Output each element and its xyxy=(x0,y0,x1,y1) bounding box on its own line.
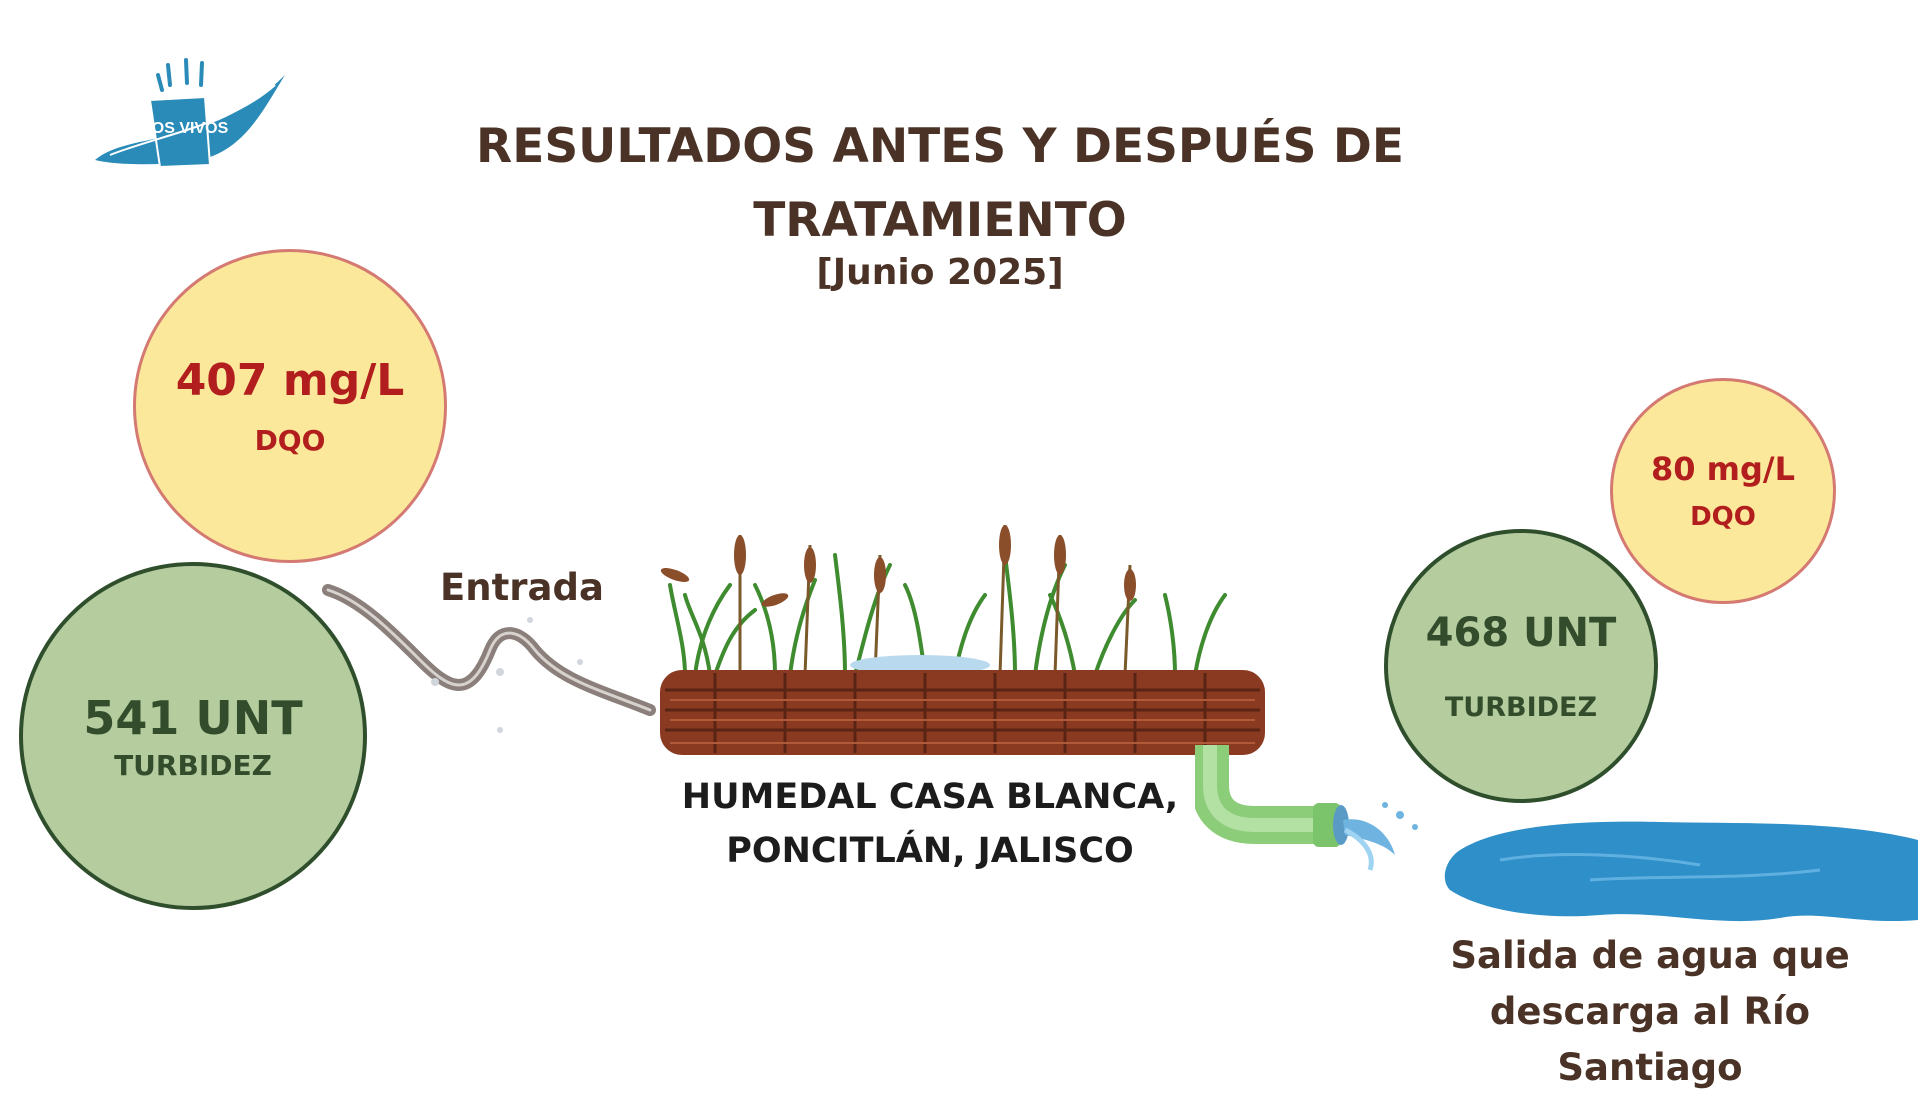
salida-label-line-1: Salida de agua que xyxy=(1450,934,1850,977)
page-subtitle: [Junio 2025] xyxy=(816,252,1064,293)
entrada-turbidez-label: TURBIDEZ xyxy=(114,748,272,782)
wetland-illustration xyxy=(660,524,1265,755)
entrada-dqo-value: 407 mg/L xyxy=(175,355,405,406)
salida-turbidez-label: TURBIDEZ xyxy=(1444,691,1598,723)
wetland-line-2: PONCITLÁN, JALISCO xyxy=(726,831,1134,871)
rios-vivos-logo: RÍOS VIVOS xyxy=(95,58,285,169)
page-title: RESULTADOS ANTES Y DESPUÉS DE TRATAMIENT… xyxy=(0,110,1880,258)
salida-label: Salida de agua que descarga al Río Santi… xyxy=(1400,928,1900,1096)
wetland-line-1: HUMEDAL CASA BLANCA, xyxy=(681,777,1179,817)
salida-turbidez-value: 468 UNT xyxy=(1425,609,1617,656)
river-water xyxy=(1444,821,1918,922)
entrada-turbidez-circle: 541 UNT TURBIDEZ xyxy=(19,562,367,910)
wetland-caption: HUMEDAL CASA BLANCA, PONCITLÁN, JALISCO xyxy=(660,770,1200,878)
entrada-label: Entrada xyxy=(440,566,604,609)
entrada-dqo-label: DQO xyxy=(254,424,326,457)
entrada-dqo-circle: 407 mg/L DQO xyxy=(133,249,447,563)
inflow-stream xyxy=(322,584,656,733)
salida-dqo-value: 80 mg/L xyxy=(1651,450,1795,488)
salida-dqo-label: DQO xyxy=(1690,502,1756,532)
entrada-turbidez-value: 541 UNT xyxy=(83,690,303,745)
title-line-1: RESULTADOS ANTES Y DESPUÉS DE xyxy=(476,119,1404,174)
salida-label-line-2: descarga al Río Santiago xyxy=(1489,990,1811,1089)
outflow-pipe xyxy=(1195,745,1418,871)
title-line-2: TRATAMIENTO xyxy=(753,193,1127,248)
salida-turbidez-circle: 468 UNT TURBIDEZ xyxy=(1384,529,1658,803)
salida-dqo-circle: 80 mg/L DQO xyxy=(1610,378,1836,604)
